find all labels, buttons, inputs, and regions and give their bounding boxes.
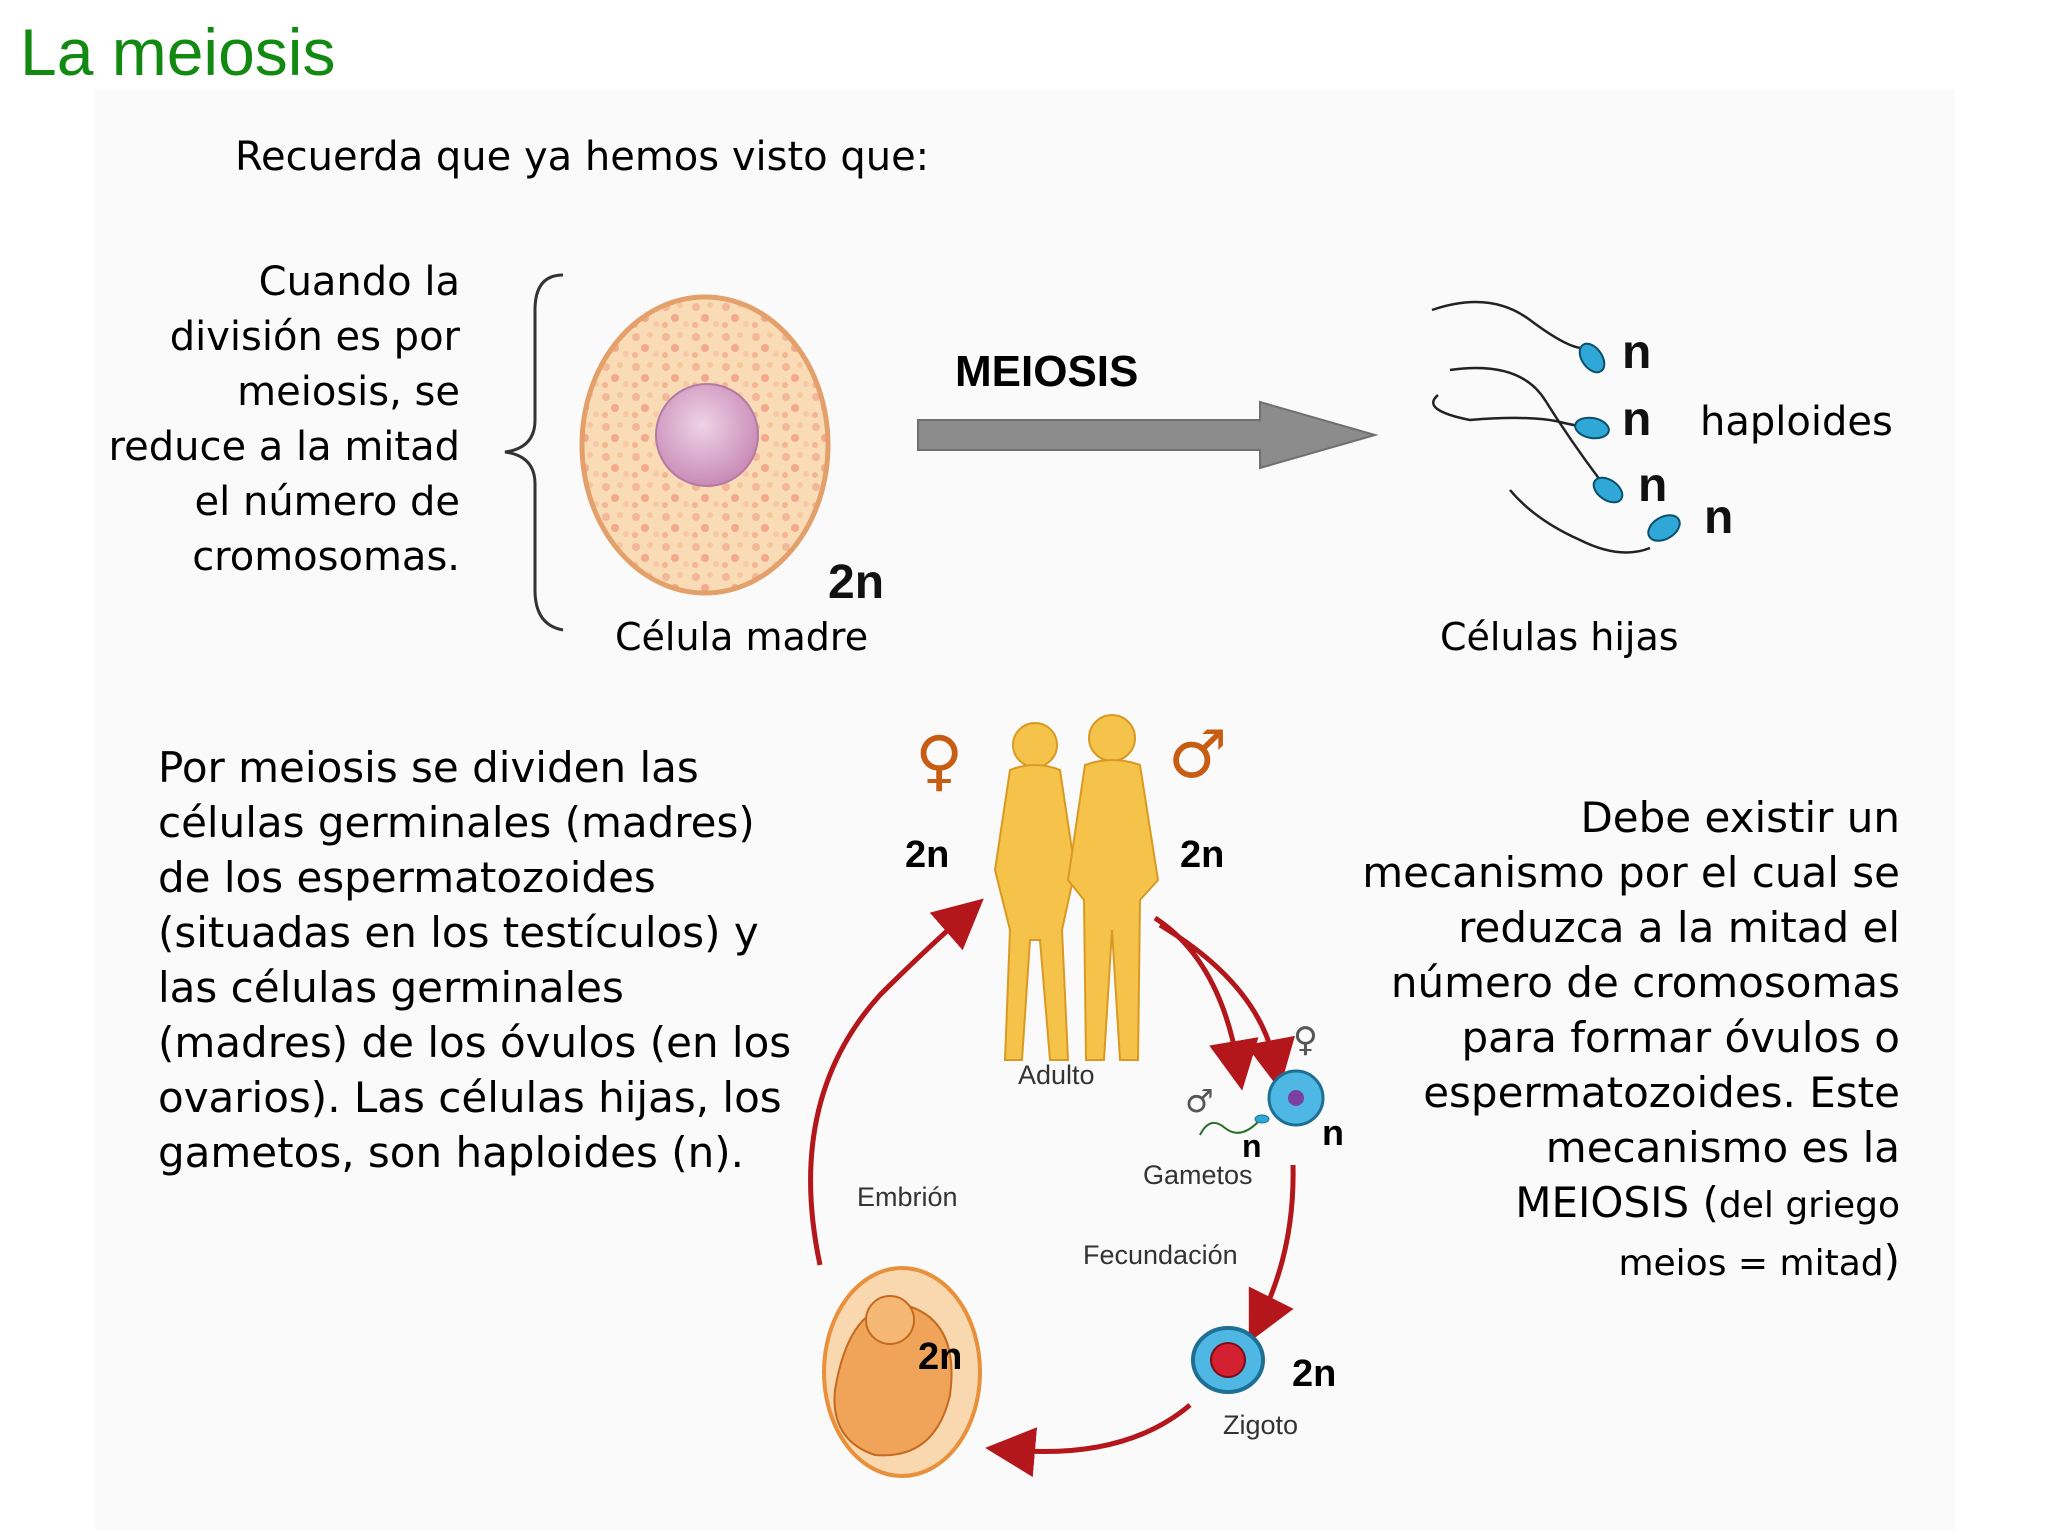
sperm-male-icon: ♂ [1185, 1082, 1214, 1120]
daughter-ploidy-2: n [1622, 393, 1652, 446]
greek-meaning-text: meios = mitad [1618, 1243, 1884, 1284]
daughter-cells-label: Células hijas [1440, 615, 1679, 659]
zygote-ploidy: 2n [1292, 1353, 1337, 1395]
closing-paren: ) [1883, 1236, 1900, 1285]
male-symbol-icon: ♂ [1168, 716, 1228, 793]
greek-origin-text: del griego [1718, 1185, 1900, 1226]
egg-female-icon: ♀ [1293, 1020, 1318, 1060]
embryo-label: Embrión [857, 1182, 958, 1212]
adult-couple-graphic [993, 714, 1160, 1061]
daughter-ploidy-1: n [1622, 326, 1652, 379]
daughter-ploidy-4: n [1704, 491, 1734, 544]
fertilization-label: Fecundación [1083, 1240, 1238, 1270]
embryo-ploidy: 2n [918, 1336, 963, 1378]
sperm-heads [1574, 342, 1681, 542]
adult-female-ploidy: 2n [905, 834, 950, 876]
haploid-label: haploides [1700, 399, 1893, 445]
mechanism-paragraph: Debe existir un mecanismo por el cual se… [1300, 790, 1900, 1291]
page-title: La meiosis [20, 15, 336, 89]
zygote-label: Zigoto [1223, 1410, 1299, 1440]
meiosis-arrow-label: MEIOSIS [955, 347, 1139, 396]
mechanism-text: Debe existir un mecanismo por el cual se… [1362, 793, 1900, 1227]
mother-cell-label: Célula madre [615, 615, 869, 659]
meiosis-arrow [917, 400, 1379, 470]
adult-male-ploidy: 2n [1180, 834, 1225, 876]
adult-label: Adulto [1018, 1060, 1095, 1090]
mother-cell-ploidy: 2n [828, 556, 885, 609]
curly-brace [504, 273, 564, 632]
recall-heading: Recuerda que ya hemos visto que: [235, 134, 930, 180]
egg-ploidy: n [1322, 1112, 1344, 1153]
germ-cells-paragraph: Por meiosis se dividen las células germi… [158, 743, 792, 1177]
small-sperm-graphic [1199, 1114, 1270, 1136]
daughter-ploidy-3: n [1638, 459, 1668, 512]
female-symbol-icon: ♀ [915, 722, 964, 799]
sperm-cells-graphic [1431, 300, 1651, 554]
egg-cell-graphic [1267, 1069, 1325, 1127]
gametes-label: Gametos [1143, 1160, 1253, 1190]
embryo-graphic [822, 1266, 982, 1478]
zygote-graphic [1191, 1326, 1265, 1394]
mother-cell-graphic [579, 294, 831, 596]
sperm-ploidy: n [1242, 1128, 1262, 1164]
cycle-arrows [808, 898, 1296, 1478]
meiosis-definition-text: Cuando la división es por meiosis, se re… [108, 259, 460, 580]
